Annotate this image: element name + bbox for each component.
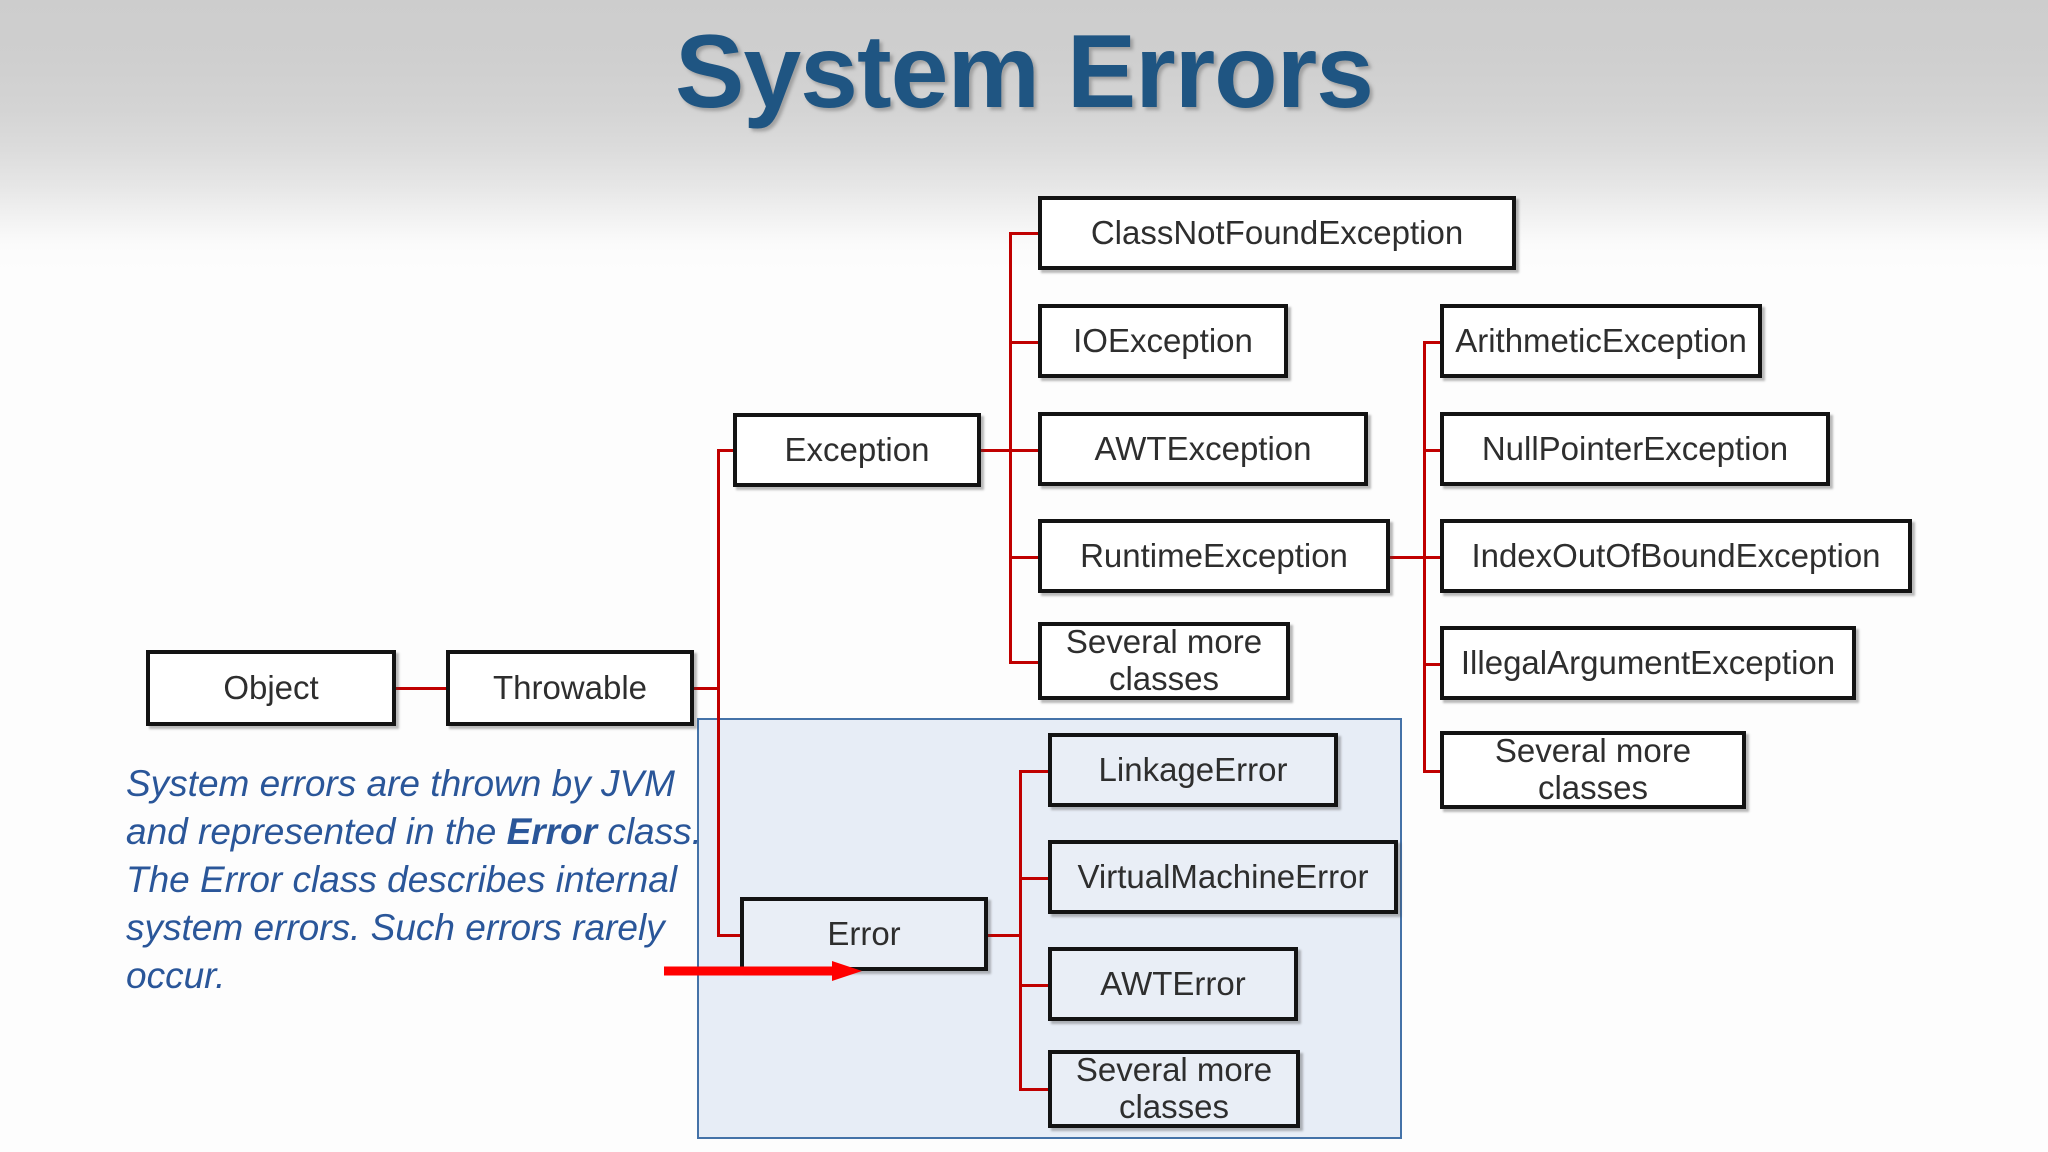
node-class-not-found-exception-label: ClassNotFoundException: [1090, 213, 1464, 251]
caption-part-2: class. The Error class describes interna…: [126, 811, 702, 997]
connector-error-child-4: [1019, 1088, 1049, 1091]
node-runtime-exception-label: RuntimeException: [1080, 536, 1348, 574]
connector-throwable-trunk: [717, 449, 720, 937]
connector-runtime-child-2: [1423, 449, 1453, 452]
node-runtime-several-more-label: Several more classes: [1494, 732, 1692, 806]
node-awt-exception-label: AWTException: [1094, 429, 1312, 467]
connector-runtime-child-5: [1423, 770, 1453, 773]
connector-throwable-stub: [692, 687, 720, 690]
node-index-out-of-bound-exception[interactable]: IndexOutOfBoundException: [1440, 519, 1912, 593]
error-callout-arrow: [664, 961, 862, 981]
page-title: System Errors: [674, 14, 1374, 130]
node-arithmetic-exception-label: ArithmeticException: [1455, 321, 1747, 359]
connector-exception-stub: [976, 449, 1012, 452]
connector-exception-child-4: [1009, 556, 1039, 559]
connector-trunk-to-error: [717, 934, 743, 937]
caption-part-1: System errors are thrown by JVM and repr…: [126, 763, 675, 853]
connector-exception-child-2: [1009, 341, 1039, 344]
connector-runtime-child-4: [1423, 663, 1453, 666]
connector-error-child-2: [1019, 877, 1049, 880]
node-virtual-machine-error-label: VirtualMachineError: [1077, 857, 1369, 895]
node-class-not-found-exception[interactable]: ClassNotFoundException: [1038, 196, 1516, 270]
node-exception-several-more-label: Several more classes: [1065, 623, 1263, 697]
connector-trunk-to-exception: [717, 449, 735, 452]
node-runtime-several-more[interactable]: Several more classes: [1440, 731, 1746, 809]
node-io-exception[interactable]: IOException: [1038, 304, 1288, 378]
node-runtime-exception[interactable]: RuntimeException: [1038, 519, 1390, 593]
node-error-several-more[interactable]: Several more classes: [1048, 1050, 1300, 1128]
connector-exception-trunk: [1009, 232, 1012, 662]
node-awt-error-label: AWTError: [1100, 964, 1246, 1002]
connector-error-child-1: [1019, 770, 1049, 773]
node-exception-label: Exception: [784, 430, 930, 468]
node-exception[interactable]: Exception: [733, 413, 981, 487]
node-object-label: Object: [223, 668, 319, 706]
connector-error-stub: [986, 934, 1022, 937]
node-io-exception-label: IOException: [1073, 321, 1253, 359]
caption-emphasis-error: Error: [506, 811, 598, 853]
node-throwable-label: Throwable: [492, 668, 648, 706]
node-linkage-error-label: LinkageError: [1098, 750, 1288, 788]
node-null-pointer-exception[interactable]: NullPointerException: [1440, 412, 1830, 486]
node-illegal-argument-exception[interactable]: IllegalArgumentException: [1440, 626, 1856, 700]
node-exception-several-more[interactable]: Several more classes: [1038, 622, 1290, 700]
node-awt-error[interactable]: AWTError: [1048, 947, 1298, 1021]
node-illegal-argument-exception-label: IllegalArgumentException: [1460, 643, 1836, 681]
connector-error-trunk: [1019, 770, 1022, 1090]
connector-exception-child-5: [1009, 661, 1039, 664]
node-error-label: Error: [827, 914, 901, 952]
node-error-several-more-label: Several more classes: [1075, 1051, 1273, 1125]
connector-object-throwable: [396, 687, 446, 690]
node-null-pointer-exception-label: NullPointerException: [1481, 429, 1789, 467]
connector-exception-child-3: [1009, 449, 1039, 452]
connector-error-child-3: [1019, 984, 1049, 987]
connector-runtime-child-3: [1423, 556, 1453, 559]
node-virtual-machine-error[interactable]: VirtualMachineError: [1048, 840, 1398, 914]
error-description-caption: System errors are thrown by JVM and repr…: [126, 760, 706, 1000]
connector-runtime-stub: [1390, 556, 1426, 559]
node-awt-exception[interactable]: AWTException: [1038, 412, 1368, 486]
connector-runtime-child-1: [1423, 341, 1453, 344]
node-error[interactable]: Error: [740, 897, 988, 971]
node-object[interactable]: Object: [146, 650, 396, 726]
node-arithmetic-exception[interactable]: ArithmeticException: [1440, 304, 1762, 378]
node-throwable[interactable]: Throwable: [446, 650, 694, 726]
node-linkage-error[interactable]: LinkageError: [1048, 733, 1338, 807]
node-index-out-of-bound-exception-label: IndexOutOfBoundException: [1471, 536, 1881, 574]
connector-exception-child-1: [1009, 232, 1039, 235]
